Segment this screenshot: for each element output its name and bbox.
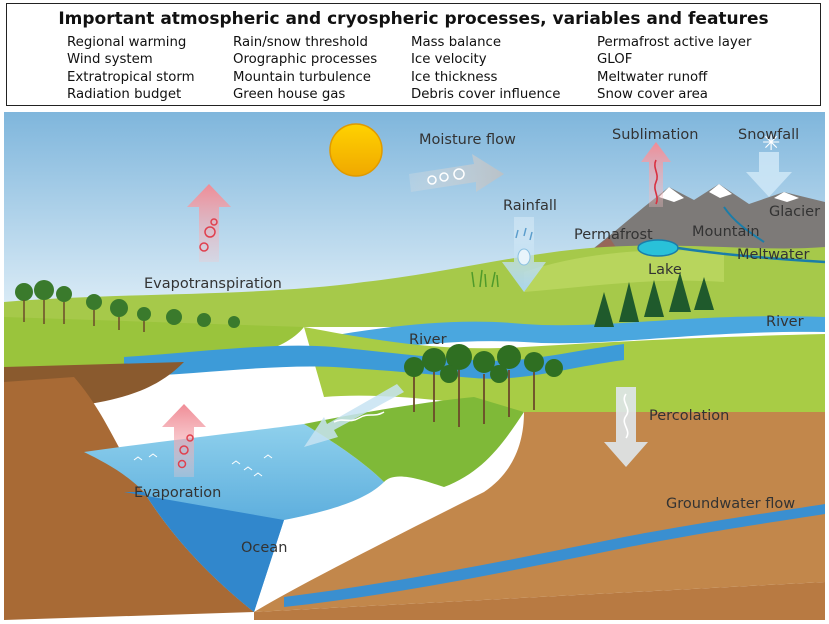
- legend-column-orography: Rain/snow threshold Orographic processes…: [233, 34, 377, 103]
- evapotranspiration-label: Evapotranspiration: [144, 276, 282, 292]
- ocean-label: Ocean: [241, 540, 287, 556]
- grass-tufts: [471, 269, 499, 288]
- evaporation-arrow: [162, 404, 206, 477]
- lake-label: Lake: [648, 262, 682, 278]
- glacier-label: Glacier: [769, 204, 820, 220]
- rainfall-label: Rainfall: [503, 198, 557, 214]
- svg-text:✳: ✳: [762, 131, 780, 156]
- legend-item: Orographic processes: [233, 52, 378, 68]
- legend-item: Mountain turbulence: [233, 69, 371, 85]
- percolation-arrow: [604, 387, 648, 467]
- legend-item: Regional warming: [67, 35, 187, 50]
- evapotranspiration-arrow: [187, 184, 231, 262]
- glacier-stream: [723, 206, 765, 243]
- tree-trunks: [23, 300, 145, 332]
- rainfall-arrow: [502, 217, 546, 292]
- legend-item: GLOF: [597, 52, 633, 68]
- ocean-front: [124, 492, 284, 612]
- legend-item: Debris cover influence: [411, 86, 561, 102]
- groundwater-flow-label: Groundwater flow: [666, 496, 795, 512]
- process-legend-box: Important atmospheric and cryospheric pr…: [6, 3, 821, 106]
- legend-item: Meltwater runoff: [597, 69, 708, 85]
- river-center-label: River: [409, 332, 447, 348]
- legend-column-atmosphere: Regional warming Wind system Extratropic…: [67, 34, 195, 103]
- groundwater-channel: [284, 504, 825, 607]
- wave-marks: [133, 453, 273, 477]
- left-forest: [15, 280, 240, 328]
- legend-column-glacier: Mass balance Ice velocity Ice thickness …: [411, 34, 560, 103]
- moisture-flow-arrow: [409, 154, 504, 192]
- underground-soil: [254, 582, 825, 620]
- shore-meadow: [304, 397, 524, 487]
- river-runoff-arrow: [304, 384, 404, 447]
- legend-item: Mass balance: [411, 35, 502, 50]
- cliff-face: [4, 377, 254, 620]
- legend-item: Wind system: [67, 52, 153, 68]
- legend-item: Green house gas: [233, 86, 346, 102]
- evaporation-label: Evaporation: [134, 485, 221, 501]
- moisture-flow-label: Moisture flow: [419, 132, 516, 148]
- central-forest: [404, 344, 563, 383]
- mountain-label: Mountain: [692, 224, 760, 240]
- water-cycle-scene: ✳ Moisture flow Sublimation Snowfall Rai…: [4, 112, 825, 620]
- sublimation-label: Sublimation: [612, 127, 698, 143]
- sublimation-arrow: [641, 142, 671, 207]
- legend-item: Radiation budget: [67, 86, 182, 102]
- snowfall-label: Snowfall: [738, 127, 799, 143]
- river-right-label: River: [766, 314, 804, 330]
- right-soil: [254, 412, 825, 612]
- central-trunks: [413, 370, 535, 427]
- conifer-forest: [594, 272, 714, 327]
- legend-item: Extratropical storm: [67, 69, 195, 85]
- meltwater-label: Meltwater: [737, 247, 809, 263]
- percolation-label: Percolation: [649, 408, 729, 424]
- glacier-snow: [659, 184, 799, 202]
- legend-item: Permafrost active layer: [597, 35, 752, 50]
- meltwater-stream: [677, 246, 825, 264]
- sun-icon: [329, 123, 383, 177]
- snowfall-arrow: ✳: [746, 131, 792, 197]
- legend-item: Rain/snow threshold: [233, 35, 368, 50]
- legend-item: Ice thickness: [411, 69, 498, 85]
- upper-river: [324, 316, 825, 358]
- legend-item: Ice velocity: [411, 52, 487, 68]
- permafrost-label: Permafrost: [574, 227, 653, 243]
- legend-item: Snow cover area: [597, 86, 708, 102]
- hill-highlight: [524, 250, 724, 292]
- legend-column-cryosphere: Permafrost active layer GLOF Meltwater r…: [597, 34, 751, 103]
- legend-title: Important atmospheric and cryospheric pr…: [58, 9, 769, 29]
